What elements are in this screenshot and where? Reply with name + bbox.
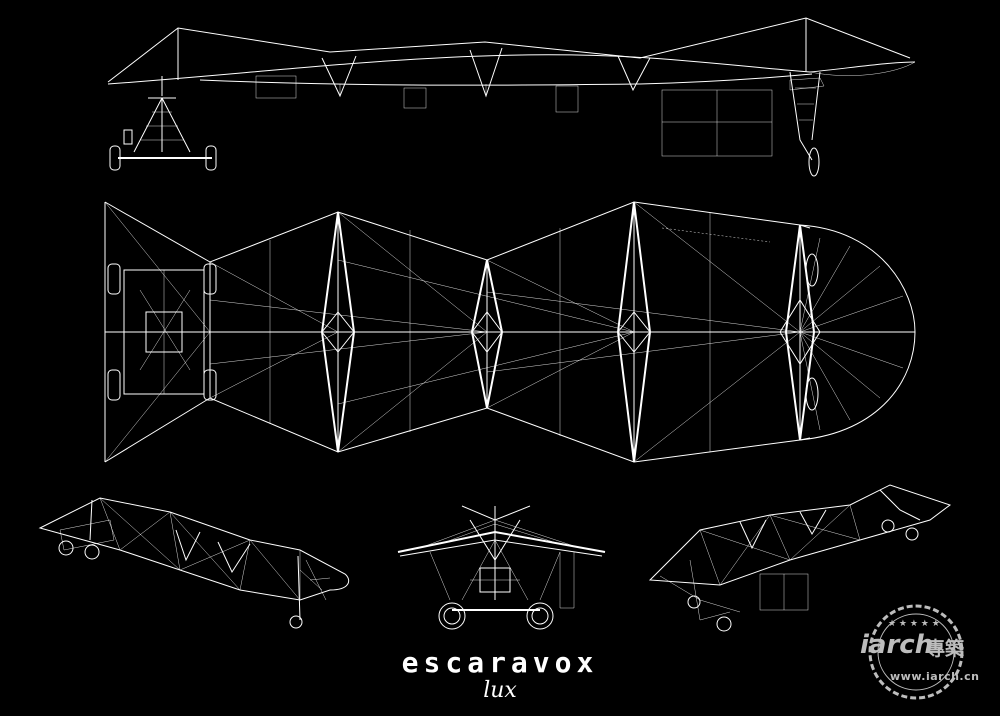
- perspective-right-view: [648, 484, 952, 632]
- drawing-title: escaravox: [401, 646, 599, 679]
- side-elevation-view: [107, 17, 916, 177]
- perspective-left-view: [38, 497, 350, 629]
- plan-view: [104, 201, 916, 463]
- drawing-subtitle: lux: [483, 678, 517, 703]
- star-icon: ★ ★ ★ ★ ★: [888, 619, 940, 629]
- watermark: iarch 專築 www.iarch.cn: [842, 596, 992, 708]
- front-elevation-view: [397, 505, 606, 630]
- watermark-brand: iarch: [860, 630, 934, 660]
- watermark-url: www.iarch.cn: [890, 670, 980, 683]
- watermark-cjk: 專築: [926, 638, 965, 660]
- watermark-seal: ★ ★ ★ ★ ★: [868, 604, 964, 700]
